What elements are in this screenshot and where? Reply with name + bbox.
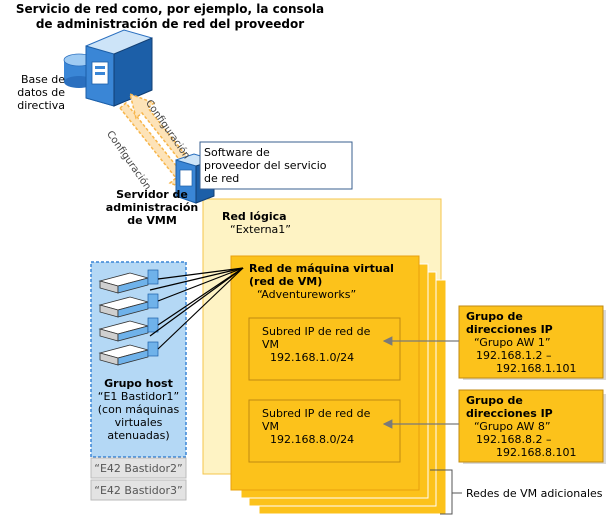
vm-network-name: “Adventureworks”: [257, 288, 357, 301]
ip-pool-box-2: [458, 389, 604, 463]
subnet-box-1: [248, 317, 401, 381]
ip-pool-label-2: Grupo de direcciones IP “Grupo AW 8” 192…: [466, 394, 577, 459]
host-group-title: Grupo host: [104, 377, 173, 390]
rack-server-icons: [98, 269, 159, 366]
provider-software-box: [199, 141, 353, 190]
host-group-box-2: [90, 457, 187, 479]
title-line-2: de administración de red del proveedor: [35, 17, 305, 31]
vm-network-label: Red de máquina virtual (red de VM) “Adve…: [249, 262, 394, 301]
ip-pool-box-1: [458, 305, 604, 379]
network-service-server-icon: [85, 29, 153, 107]
additional-vm-networks-label: Redes de VM adicionales: [466, 487, 603, 500]
additional-vm-networks-bracket: [430, 469, 462, 515]
provider-software-label: Software de proveedor del servicio de re…: [204, 146, 327, 185]
host-group-label: Grupo host “E1 Bastidor1” (con máquinas …: [91, 377, 186, 442]
host-group-box-3: [90, 479, 187, 501]
host-group-2-label: “E42 Bastidor2”: [94, 462, 183, 475]
vmm-server-label: Servidor de administración de VMM: [105, 188, 199, 227]
logical-network-name: “Externa1”: [230, 223, 291, 236]
policy-database-label: Base de datos de directiva: [17, 73, 65, 112]
logical-network-label: Red lógica “Externa1”: [222, 210, 291, 236]
host-group-3-label: “E42 Bastidor3”: [94, 484, 183, 497]
title-line-1: Servicio de red como, por ejemplo, la co…: [15, 2, 325, 16]
subnet-label-1: Subred IP de red de VM 192.168.1.0/24: [262, 325, 371, 364]
ip-pool-label-1: Grupo de direcciones IP “Grupo AW 1” 192…: [466, 310, 577, 375]
vm-connection-lines: [149, 267, 244, 350]
subnet-label-2: Subred IP de red de VM 192.168.8.0/24: [262, 407, 371, 446]
subnet-box-2: [248, 399, 401, 463]
diagram-title: Servicio de red como, por ejemplo, la co…: [0, 2, 340, 32]
logical-network-title: Red lógica: [222, 210, 287, 223]
